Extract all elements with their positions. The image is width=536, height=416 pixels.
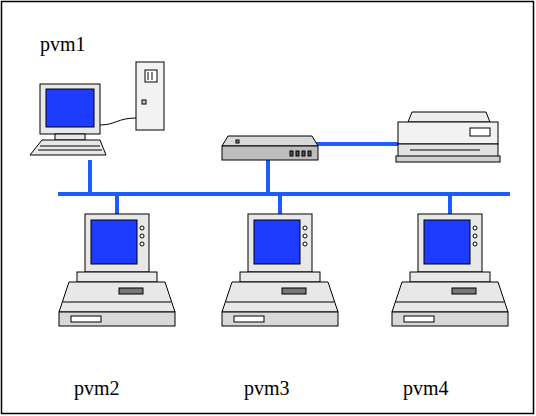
host-name: pvm2	[74, 378, 120, 398]
host-name: pvm3	[244, 378, 290, 398]
hub	[222, 136, 318, 160]
host-name: pvm4	[403, 378, 449, 398]
host-name: pvm1	[40, 34, 86, 54]
client-computer	[222, 214, 338, 326]
printer	[396, 112, 500, 162]
workstation	[30, 62, 164, 155]
client-computer	[392, 214, 508, 326]
client-computer	[59, 214, 175, 326]
network-bus	[58, 144, 510, 214]
